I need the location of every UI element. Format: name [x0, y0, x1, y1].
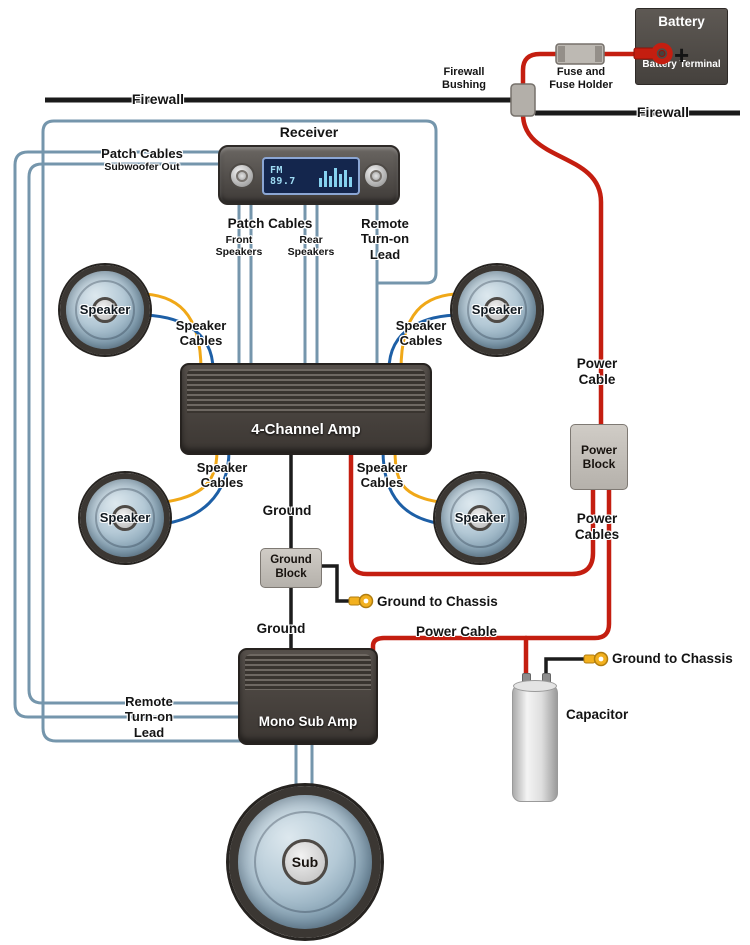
firewall-right-label: Firewall: [636, 104, 690, 120]
speaker-cables-label-rr: Speaker Cables: [356, 460, 408, 491]
ring-terminal-amp-ground-icon: [348, 593, 374, 609]
power-cable-label-right: Power Cable: [576, 356, 618, 387]
front-speakers-label: Front Speakers: [215, 234, 263, 259]
ground-label-upper: Ground: [262, 503, 312, 518]
firewall-bushing-icon: [510, 83, 536, 117]
frequency-readout: FM 89.7: [270, 165, 296, 187]
fuse-holder-icon: [555, 43, 605, 65]
speaker-dust-cap: [484, 297, 510, 323]
battery-plus-sign: +: [674, 40, 689, 70]
remote-turn-on-lead-label-bottom: Remote Turn-on Lead: [124, 694, 174, 740]
ground-wire-chassis-cap: [544, 657, 589, 680]
mono-sub-amp-label: Mono Sub Amp: [258, 714, 358, 729]
speaker-cables-label-fl: Speaker Cables: [175, 318, 227, 349]
patch-cables-label: Patch Cables: [227, 216, 313, 231]
mono-sub-amp: Mono Sub Amp: [238, 648, 378, 745]
patch-cable-wires: [13, 119, 438, 796]
rear-speakers-label: Rear Speakers: [287, 234, 335, 259]
firewall-bushing-label: Firewall Bushing: [442, 66, 486, 91]
remote-turn-on-lead-label-top: Remote Turn-on Lead: [360, 216, 410, 262]
receiver-display: FM 89.7: [262, 157, 360, 195]
subwoofer: Sub: [229, 786, 381, 938]
power-wire-block-to-amp4: [348, 447, 596, 577]
speaker-front-right: Speaker: [452, 265, 542, 355]
patch-cables-subwoofer-label: Patch Cables Subwoofer Out: [101, 146, 183, 174]
speaker-dust-cap: [112, 505, 138, 531]
capacitor: [512, 673, 558, 802]
ground-label-lower: Ground: [256, 621, 306, 636]
speaker-surround: [450, 488, 510, 548]
battery-terminal-label: Battery Terminal: [642, 59, 721, 70]
tuning-knob-icon: [363, 163, 389, 189]
speaker-dust-cap: [467, 505, 493, 531]
speaker-cables-label-rl: Speaker Cables: [196, 460, 248, 491]
speaker-front-left: Speaker: [60, 265, 150, 355]
remote-lead-wire-loop: [41, 119, 438, 743]
ground-to-chassis-label-amp: Ground to Chassis: [377, 594, 498, 609]
heatsink-fins: [187, 369, 425, 413]
power-wire-battery-to-block: [520, 51, 643, 433]
power-block: Power Block: [570, 424, 628, 490]
receiver-label: Receiver: [279, 124, 339, 140]
firewall-lines: [45, 97, 740, 116]
speaker-surround: [467, 280, 527, 340]
power-cable-label-mono: Power Cable: [416, 624, 498, 639]
capacitor-label: Capacitor: [566, 707, 629, 722]
ground-wire-chassis-amp: [318, 564, 354, 603]
capacitor-top: [513, 680, 557, 692]
subwoofer-patch-wire-a: [13, 150, 248, 719]
receiver: FM 89.7: [218, 145, 400, 205]
fuse-holder-label: Fuse and Fuse Holder: [549, 66, 613, 91]
four-channel-amp-label: 4-Channel Amp: [251, 421, 361, 438]
power-cables-label: Power Cables: [574, 511, 620, 542]
battery: Battery Battery Terminal: [635, 8, 728, 85]
firewall-left-label: Firewall: [131, 91, 185, 107]
volume-knob-icon: [229, 163, 255, 189]
speaker-surround: [95, 488, 155, 548]
eq-bars-icon: [319, 165, 352, 187]
speaker-cables-label-fr: Speaker Cables: [395, 318, 447, 349]
speaker-surround: [254, 811, 356, 913]
speaker-rear-left: Speaker: [80, 473, 170, 563]
battery-label: Battery: [658, 14, 705, 29]
battery-terminal-icon: [633, 42, 673, 65]
ring-terminal-cap-ground-icon: [583, 651, 609, 667]
subwoofer-dust-cap: Sub: [282, 839, 328, 885]
subwoofer-label: Sub: [291, 854, 319, 870]
speaker-dust-cap: [92, 297, 118, 323]
heatsink-fins: [245, 654, 371, 690]
four-channel-amp: 4-Channel Amp: [180, 363, 432, 455]
power-wire-block-to-monoamp: [370, 484, 612, 659]
ground-to-chassis-label-cap: Ground to Chassis: [612, 651, 733, 666]
subwoofer-patch-wire-b: [27, 162, 248, 705]
speaker-surround: [75, 280, 135, 340]
ground-wires: [289, 448, 589, 680]
speaker-rear-right: Speaker: [435, 473, 525, 563]
ground-block: Ground Block: [260, 548, 322, 588]
